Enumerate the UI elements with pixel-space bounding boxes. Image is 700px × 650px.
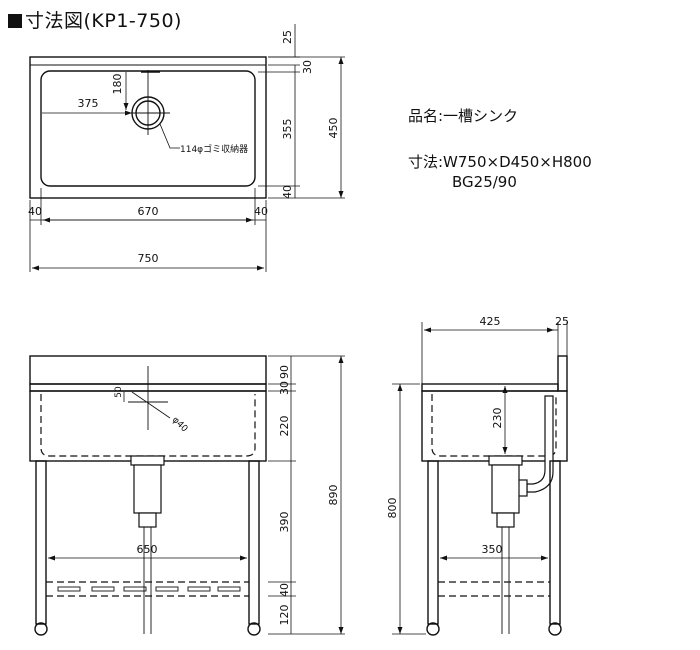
spec-product-name: 品名:一槽シンク	[408, 107, 519, 125]
dim-800: 800	[386, 498, 399, 519]
side-foot-back	[548, 622, 562, 636]
dim-left-40: 40	[28, 205, 42, 218]
dim-right-40: 40	[254, 205, 268, 218]
title-text: 寸法図(KP1-750)	[25, 10, 182, 32]
top-outline	[29, 56, 267, 199]
dim-phi40: φ40	[170, 415, 190, 435]
dim-750: 750	[138, 252, 159, 265]
front-drain-flange	[130, 455, 165, 466]
front-foot-right	[247, 622, 261, 636]
side-view: 425 25 230 350	[386, 315, 569, 636]
front-pipe-joint	[138, 512, 157, 528]
dim-425: 425	[480, 315, 501, 328]
dim-450: 450	[327, 118, 340, 139]
dim-50: 50	[114, 386, 124, 398]
front-leg-left	[35, 460, 47, 625]
dim-30-front: 30	[278, 381, 291, 395]
dim-40: 40	[281, 185, 294, 199]
front-foot-left	[34, 622, 48, 636]
spec-backguard: BG25/90	[452, 173, 517, 191]
dim-670: 670	[138, 205, 159, 218]
front-shelf-slats	[57, 586, 241, 592]
spec-dimensions: 寸法:W750×D450×H800	[408, 153, 592, 171]
side-pipe-joint	[496, 512, 515, 528]
top-view: 375 180 114φゴミ収納器 25 30 355 40 450 40 67…	[28, 24, 345, 272]
page-title: 寸法図(KP1-750)	[8, 6, 182, 33]
side-top-rim	[421, 383, 559, 392]
side-overflow-pipe	[526, 395, 554, 493]
dim-bg25: 25	[281, 30, 294, 44]
dim-120: 120	[278, 605, 291, 626]
dim-390: 390	[278, 512, 291, 533]
side-drain-flange	[488, 455, 523, 466]
dim-90: 90	[278, 365, 291, 379]
dim-180: 180	[111, 74, 124, 95]
dim-650: 650	[137, 543, 158, 556]
side-trap	[491, 464, 520, 514]
dim-350: 350	[482, 543, 503, 556]
drain-label: 114φゴミ収納器	[180, 143, 248, 155]
side-foot-front	[426, 622, 440, 636]
front-trap	[133, 464, 162, 514]
side-leg-back	[549, 460, 561, 625]
dim-220: 220	[278, 416, 291, 437]
front-view: φ40 50 650	[29, 355, 345, 636]
dim-25-side: 25	[555, 315, 569, 328]
dim-40-front: 40	[278, 583, 291, 597]
side-backguard	[557, 355, 568, 392]
title-square-icon	[8, 14, 22, 28]
dim-230: 230	[491, 408, 504, 429]
front-leg-right	[248, 460, 260, 625]
side-basin-hidden	[431, 394, 557, 457]
dim-375: 375	[78, 97, 99, 110]
dim-890: 890	[327, 485, 340, 506]
dim-355: 355	[281, 119, 294, 140]
side-leg-front	[427, 460, 439, 625]
dim-30: 30	[301, 60, 314, 74]
